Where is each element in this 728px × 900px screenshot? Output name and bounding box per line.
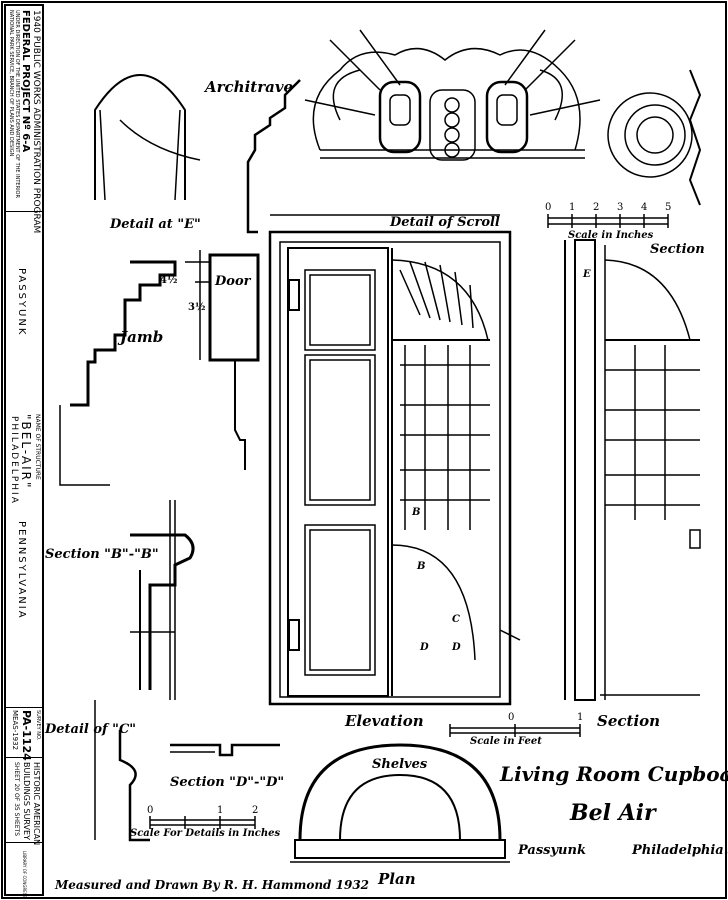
place-left: Passyunk: [518, 843, 586, 858]
feet-scale-tick-0: 0: [508, 712, 515, 723]
city-text: PHILADELPHIA: [9, 416, 19, 505]
label-scale-details: Scale For Details in Inches: [130, 828, 281, 839]
label-detail-scroll: Detail of Scroll: [390, 215, 500, 230]
survey-sub: MEAS-1932: [11, 710, 19, 751]
agency-line-2: BUILDINGS SURVEY: [22, 762, 31, 840]
label-section-dd: Section "D"-"D": [170, 775, 285, 790]
mark-b2: B: [417, 561, 426, 572]
name-caption: NAME OF STRUCTURE: [34, 414, 41, 480]
label-elevation: Elevation: [345, 712, 424, 730]
architrave-profile: [94, 74, 301, 234]
label-scale-inches: Scale in Inches: [568, 230, 654, 241]
detail-scale-tick-0: 0: [147, 805, 154, 816]
label-plan: Plan: [378, 870, 416, 888]
label-section-bb: Section "B"-"B": [45, 547, 159, 562]
agency-line-1: HISTORIC AMERICAN: [32, 762, 41, 846]
structure-name: "BEL-AIR": [19, 414, 33, 490]
label-section-top: Section: [650, 242, 705, 257]
program-line-3: UNDER DIRECTION OF THE UNITED STATES DEP…: [14, 10, 20, 198]
mark-b1: B: [412, 507, 421, 518]
mark-e: E: [583, 269, 591, 280]
scroll-detail: [304, 29, 601, 161]
dim-a: 4½: [160, 275, 178, 286]
scale-tick-4: 4: [641, 202, 648, 213]
cupboard-section: [564, 239, 701, 701]
scale-tick-3: 3: [617, 202, 624, 213]
label-shelves: Shelves: [372, 757, 428, 772]
label-door: Door: [215, 274, 251, 289]
township-text: PASSYUNK: [16, 268, 27, 337]
place-right: Philadelphia.: [632, 843, 728, 858]
mark-c: C: [452, 614, 460, 625]
mark-d2: D: [452, 642, 461, 653]
divider-3: [6, 841, 42, 843]
section-dd: [170, 743, 280, 757]
library-note: LIBRARY OF CONGRESS: [22, 851, 27, 898]
program-line-1: 1940 PUBLIC WORKS ADMINISTRATION PROGRAM: [31, 10, 41, 234]
scale-bar-feet: [449, 724, 581, 737]
program-cell: 1940 PUBLIC WORKS ADMINISTRATION PROGRAM…: [6, 6, 42, 233]
jamb-detail: [59, 250, 260, 486]
scale-tick-1: 1: [569, 202, 576, 213]
label-detail-c: Detail of "C": [45, 722, 137, 737]
state-text: PENNSYLVANIA: [16, 521, 27, 620]
scale-tick-5: 5: [665, 202, 672, 213]
detail-scale-tick-1: 1: [217, 805, 224, 816]
label-architrave: Architrave: [205, 78, 294, 96]
divider: [6, 706, 42, 708]
section-bb: [130, 500, 195, 700]
divider-2: [6, 756, 42, 758]
drawing-subtitle: Bel Air: [570, 800, 656, 826]
credit-line: Measured and Drawn By R. H. Hammond 1932: [55, 878, 370, 892]
label-section-main: Section: [597, 712, 661, 730]
label-scale-feet: Scale in Feet: [470, 736, 542, 747]
title-block: 1940 PUBLIC WORKS ADMINISTRATION PROGRAM…: [4, 4, 44, 898]
scroll-section: [607, 69, 702, 206]
scale-bar-details: [149, 816, 256, 829]
mark-d1: D: [420, 642, 429, 653]
scale-bar-inches: [547, 214, 669, 228]
dim-b: 3½: [188, 302, 206, 313]
sheet-info: SHEET 20 OF 35 SHEETS: [13, 762, 20, 837]
scale-tick-2: 2: [593, 202, 600, 213]
feet-scale-tick-1: 1: [577, 712, 584, 723]
cupboard-plan: [290, 743, 510, 863]
detail-c: [94, 700, 150, 842]
detail-scale-tick-2: 2: [252, 805, 259, 816]
survey-caption: SURVEY NO.: [35, 710, 41, 741]
scale-tick-0: 0: [545, 202, 552, 213]
label-jamb: Jamb: [120, 328, 164, 346]
drawing-title: Living Room Cupboard: [500, 762, 728, 786]
survey-number: PA-1124: [20, 710, 33, 761]
program-line-4: NATIONAL PARK SERVICE, BRANCH OF PLANS A…: [8, 10, 14, 157]
program-line-2: FEDERAL PROJECT Nº 6-A: [20, 10, 31, 153]
cupboard-elevation: [268, 214, 521, 706]
label-detail-e: Detail at "E": [110, 217, 201, 232]
